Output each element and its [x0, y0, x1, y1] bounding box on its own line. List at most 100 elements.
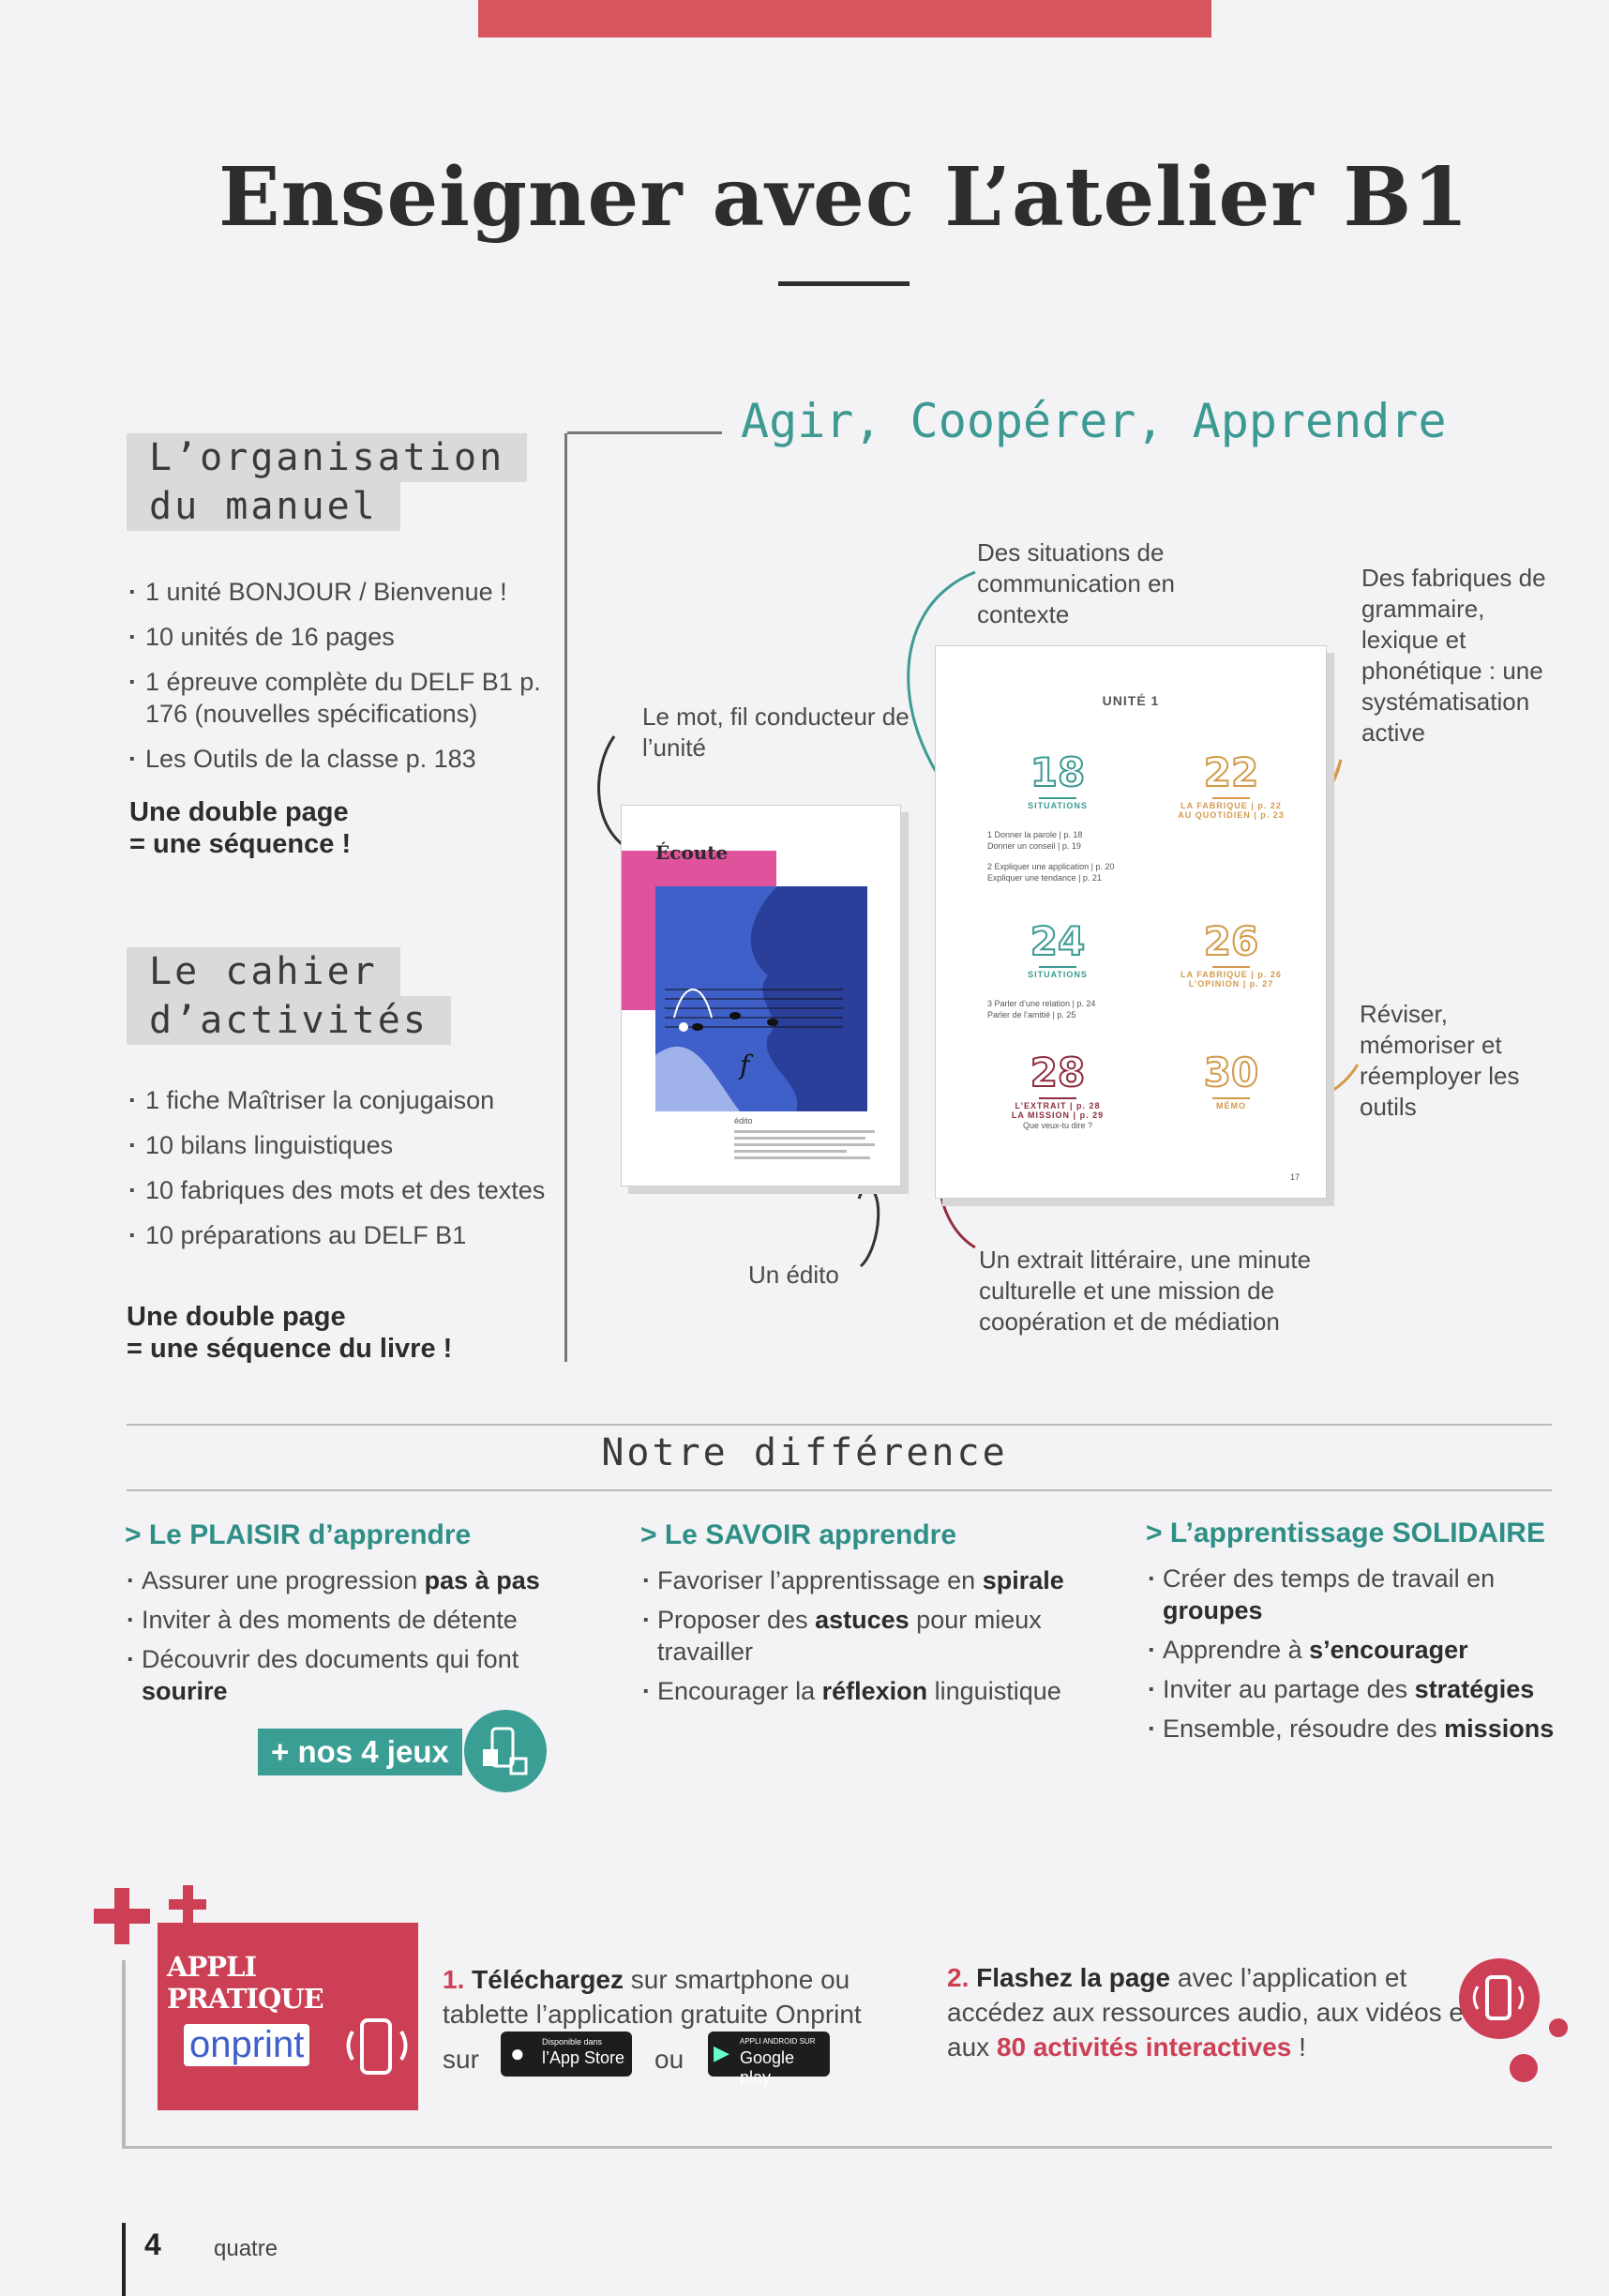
list-item: Apprendre à s’encourager: [1146, 1634, 1568, 1666]
summary-line: 2 Expliquer une application | p. 20: [987, 862, 1115, 871]
phone-scan-icon: [346, 2018, 408, 2075]
cahier-heading-line2: d’activités: [127, 996, 451, 1045]
list-item: Créer des temps de travail en groupes: [1146, 1563, 1568, 1626]
annotation-mot: Le mot, fil conducteur de l’unité: [642, 702, 910, 762]
organisation-double-page: Une double page = une séquence !: [129, 796, 351, 860]
block-head: MÉMO: [1216, 1101, 1246, 1110]
page-title: Enseigner avec L’atelier B1: [218, 150, 1469, 245]
app-store-small: Disponible dans: [542, 2037, 603, 2047]
list-item: Assurer une progression pas à pas: [125, 1564, 594, 1596]
list-item: 10 bilans linguistiques: [127, 1129, 549, 1161]
column-heading: > Le SAVOIR apprendre: [640, 1519, 957, 1550]
cahier-heading: Le cahier d’activités: [127, 947, 451, 1045]
list-item: Ensemble, résoudre des missions: [1146, 1713, 1568, 1745]
list-item: Favoriser l’apprentissage en spirale: [640, 1564, 1090, 1596]
book-footer-number: 17: [1289, 1172, 1300, 1182]
app-store-button[interactable]: ● Disponible dans l’App Store: [501, 2032, 632, 2077]
block-line: AU QUOTIDIEN | p. 23: [1178, 810, 1285, 820]
list-item: Encourager la réflexion linguistique: [640, 1675, 1090, 1707]
column-savoir: > Le SAVOIR apprendre Favoriser l’appren…: [640, 1519, 1090, 1714]
decor-dot-2: [1510, 2054, 1538, 2082]
annotation-reviser: Réviser, mémoriser et réemployer les out…: [1360, 1000, 1520, 1121]
summary-lines-24: 3 Parler d’une relation | p. 24 Parler d…: [987, 998, 1156, 1020]
page-number: 22: [1203, 748, 1259, 796]
summary-block-28: 28 L’EXTRAIT | p. 28 LA MISSION | p. 29 …: [992, 1049, 1123, 1131]
step-text: sur smartphone ou tablette l’application…: [443, 1965, 862, 2029]
step-number: 2.: [947, 1963, 970, 1992]
block-head: LA FABRIQUE | p. 26: [1180, 970, 1282, 979]
book-word: Écoute: [655, 841, 729, 864]
page-number: 18: [1030, 748, 1086, 796]
annotation-extrait: Un extrait littéraire, une minute cultur…: [979, 1246, 1312, 1336]
edito-block: édito: [734, 1115, 884, 1175]
appli-step-2: 2. Flashez la page avec l’application et…: [947, 1963, 1471, 2062]
book-illustration: f: [655, 886, 867, 1111]
block-line: Que veux-tu dire ?: [1022, 1121, 1093, 1130]
summary-line: Donner un conseil | p. 19: [987, 841, 1081, 851]
face-profile-illustration: f: [655, 886, 867, 1111]
svg-text:f: f: [738, 1050, 754, 1080]
list-item: Inviter à des moments de détente: [125, 1604, 594, 1636]
column-list: Favoriser l’apprentissage en spirale Pro…: [640, 1564, 1090, 1707]
list-item: 1 unité BONJOUR / Bienvenue !: [127, 576, 549, 608]
double-page-line2: = une séquence !: [129, 829, 352, 859]
vertical-divider: [564, 433, 567, 1362]
edito-label: édito: [734, 1116, 753, 1125]
apple-icon: ●: [510, 2039, 525, 2067]
app-store-big: l’App Store: [542, 2048, 625, 2067]
page-number: 26: [1203, 917, 1259, 965]
appli-frame-bottom: [122, 2146, 1552, 2149]
summary-block-26: 26 LA FABRIQUE | p. 26 L’OPINION | p. 27: [1161, 917, 1301, 989]
google-play-button[interactable]: ▶ APPLI ANDROID SUR Google play: [708, 2032, 830, 2087]
list-item: Les Outils de la classe p. 183: [127, 743, 549, 775]
appli-step-1: 1. Téléchargez sur smartphone ou tablett…: [443, 1962, 911, 2032]
double-page-line1: Une double page: [127, 1302, 346, 1332]
double-page-line2: = une séquence du livre !: [127, 1334, 453, 1364]
block-head: LA FABRIQUE | p. 22: [1180, 801, 1282, 810]
organisation-heading-line2: du manuel: [127, 482, 400, 531]
step-text: avec l’application et accédez aux ressou…: [947, 1963, 1471, 2062]
appli-pratique-box: APPLI PRATIQUE onprint: [158, 1923, 418, 2110]
block-head: L’EXTRAIT | p. 28: [1015, 1101, 1101, 1110]
decor-dot-1: [1549, 2018, 1568, 2037]
flash-page-icon: [1459, 1958, 1540, 2039]
page-number: 28: [1030, 1049, 1086, 1096]
games-badge[interactable]: + nos 4 jeux: [258, 1729, 462, 1775]
section-divider-bottom: [127, 1489, 1552, 1491]
annotation-edito: Un édito: [748, 1261, 839, 1289]
column-solidaire: > L’apprentissage SOLIDAIRE Créer des te…: [1146, 1518, 1568, 1752]
block-head: SITUATIONS: [1028, 801, 1088, 810]
list-item: 10 unités de 16 pages: [127, 621, 549, 653]
summary-block-30: 30 MÉMO: [1161, 1049, 1301, 1110]
google-small: APPLI ANDROID SUR: [740, 2037, 816, 2046]
column-list: Créer des temps de travail en groupes Ap…: [1146, 1563, 1568, 1745]
page-number: 4: [144, 2228, 161, 2261]
list-item: 10 préparations au DELF B1: [127, 1219, 549, 1251]
annotation-fabriques: Des fabriques de grammaire, lexique et p…: [1361, 564, 1546, 747]
cahier-list: 1 fiche Maîtriser la conjugaison 10 bila…: [127, 1084, 549, 1264]
step-emphasis: Flashez la page: [976, 1963, 1171, 1992]
list-item: Inviter au partage des stratégies: [1146, 1673, 1568, 1705]
motto: Agir, Coopérer, Apprendre: [741, 394, 1447, 448]
page-number: 24: [1030, 917, 1086, 965]
block-head: SITUATIONS: [1028, 970, 1088, 979]
block-line: L’OPINION | p. 27: [1188, 979, 1274, 989]
summary-line: Parler de l’amitié | p. 25: [987, 1010, 1076, 1020]
summary-line: Expliquer une tendance | p. 21: [987, 873, 1102, 883]
phone-games-icon: [464, 1710, 547, 1792]
organisation-heading-line1: L’organisation: [127, 433, 528, 482]
column-heading: > L’apprentissage SOLIDAIRE: [1146, 1518, 1545, 1548]
summary-line: 3 Parler d’une relation | p. 24: [987, 999, 1096, 1008]
annotation-situations: Des situations de communication en conte…: [977, 538, 1175, 628]
list-item: 10 fabriques des mots et des textes: [127, 1174, 549, 1206]
summary-lines-18: 1 Donner la parole | p. 18 Donner un con…: [987, 829, 1156, 884]
onprint-logo: onprint: [184, 2024, 310, 2066]
divider-top-rule: [567, 431, 722, 434]
organisation-heading: L’organisation du manuel: [127, 433, 528, 531]
list-item: Proposer des astuces pour mieux travaill…: [640, 1604, 1090, 1668]
top-color-band: [478, 0, 1211, 38]
summary-block-22: 22 LA FABRIQUE | p. 22 AU QUOTIDIEN | p.…: [1161, 748, 1301, 820]
list-item: Découvrir des documents qui font sourire: [125, 1643, 594, 1707]
footer-rule: [122, 2223, 126, 2296]
block-line: LA MISSION | p. 29: [1011, 1110, 1105, 1120]
